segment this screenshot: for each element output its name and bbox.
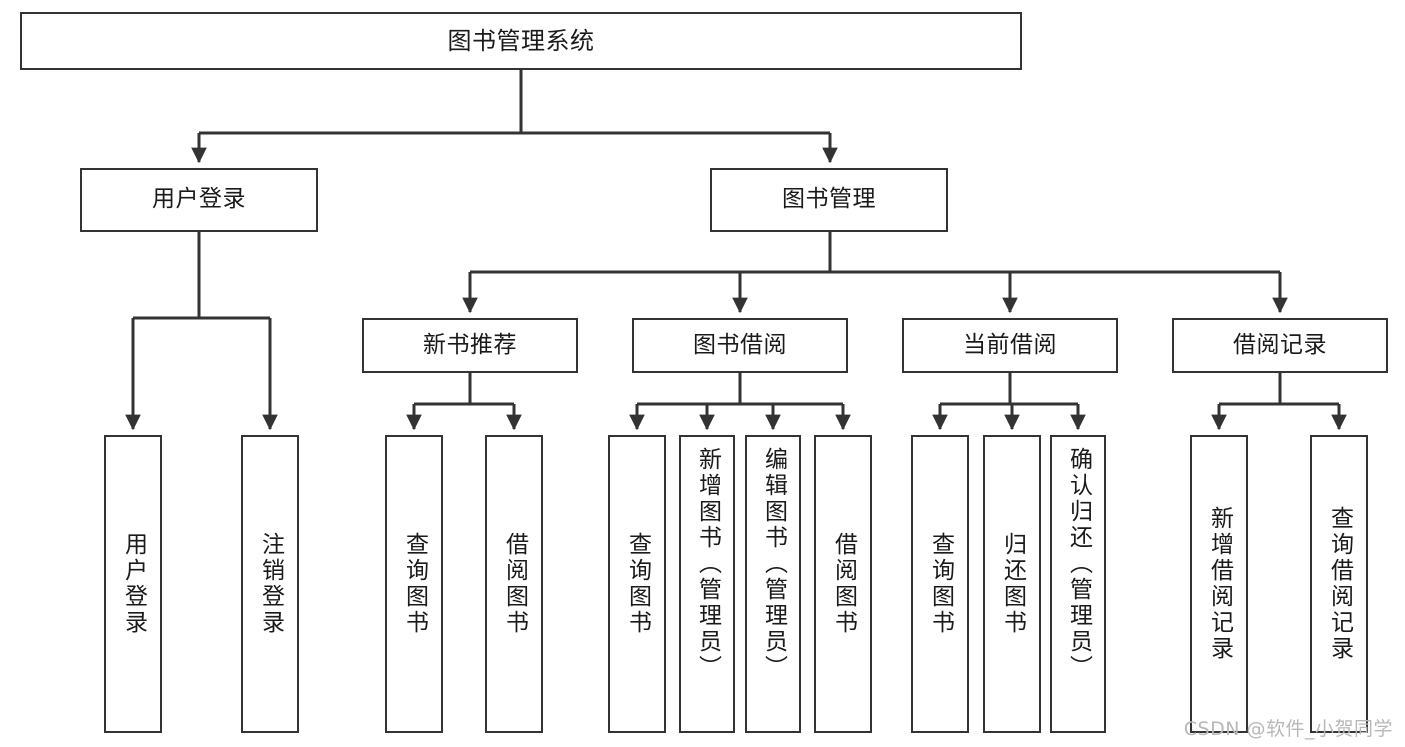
node-leaf-edit-book-label: 编辑图书（管理员） [760, 447, 787, 681]
node-leaf-confirm-return[interactable]: 确认归还（管理员） [1050, 435, 1106, 733]
node-leaf-borrow-book-1[interactable]: 借阅图书 [485, 435, 543, 733]
node-book-borrow[interactable]: 图书借阅 [632, 318, 848, 373]
node-borrow-record-label: 借阅记录 [1233, 331, 1327, 358]
node-leaf-query-book-1[interactable]: 查询图书 [385, 435, 443, 733]
node-user-login[interactable]: 用户登录 [80, 168, 318, 232]
node-leaf-query-record-label: 查询借阅记录 [1326, 506, 1353, 662]
node-leaf-return-book[interactable]: 归还图书 [983, 435, 1041, 733]
node-user-login-label: 用户登录 [152, 186, 246, 213]
node-leaf-edit-book[interactable]: 编辑图书（管理员） [745, 435, 801, 733]
node-book-borrow-label: 图书借阅 [693, 331, 787, 358]
node-leaf-borrow-book-2-label: 借阅图书 [830, 532, 857, 636]
node-leaf-return-book-label: 归还图书 [999, 532, 1026, 636]
node-leaf-query-record[interactable]: 查询借阅记录 [1310, 435, 1368, 733]
watermark-text: CSDN @软件_小贺同学 [1183, 718, 1393, 740]
node-leaf-add-record-label: 新增借阅记录 [1206, 506, 1233, 662]
node-leaf-user-login[interactable]: 用户登录 [104, 435, 162, 733]
node-new-book-recommend-label: 新书推荐 [423, 331, 517, 358]
node-leaf-user-login-label: 用户登录 [120, 532, 147, 636]
node-current-borrow-label: 当前借阅 [963, 331, 1057, 358]
node-leaf-query-book-2[interactable]: 查询图书 [608, 435, 666, 733]
node-root-label: 图书管理系统 [447, 26, 595, 55]
node-book-management-label: 图书管理 [782, 186, 876, 213]
node-borrow-record[interactable]: 借阅记录 [1172, 318, 1388, 373]
node-leaf-confirm-return-label: 确认归还（管理员） [1065, 447, 1092, 681]
node-leaf-add-book[interactable]: 新增图书（管理员） [679, 435, 735, 733]
node-leaf-query-book-1-label: 查询图书 [401, 532, 428, 636]
node-leaf-query-book-2-label: 查询图书 [624, 532, 651, 636]
node-current-borrow[interactable]: 当前借阅 [902, 318, 1118, 373]
node-leaf-logout-label: 注销登录 [257, 532, 284, 636]
node-leaf-add-book-label: 新增图书（管理员） [694, 447, 721, 681]
node-leaf-add-record[interactable]: 新增借阅记录 [1190, 435, 1248, 733]
node-leaf-borrow-book-2[interactable]: 借阅图书 [814, 435, 872, 733]
node-leaf-logout[interactable]: 注销登录 [241, 435, 299, 733]
node-leaf-query-book-3-label: 查询图书 [927, 532, 954, 636]
node-root[interactable]: 图书管理系统 [20, 12, 1022, 70]
node-leaf-query-book-3[interactable]: 查询图书 [911, 435, 969, 733]
node-new-book-recommend[interactable]: 新书推荐 [362, 318, 578, 373]
node-leaf-borrow-book-1-label: 借阅图书 [501, 532, 528, 636]
node-book-management[interactable]: 图书管理 [710, 168, 948, 232]
